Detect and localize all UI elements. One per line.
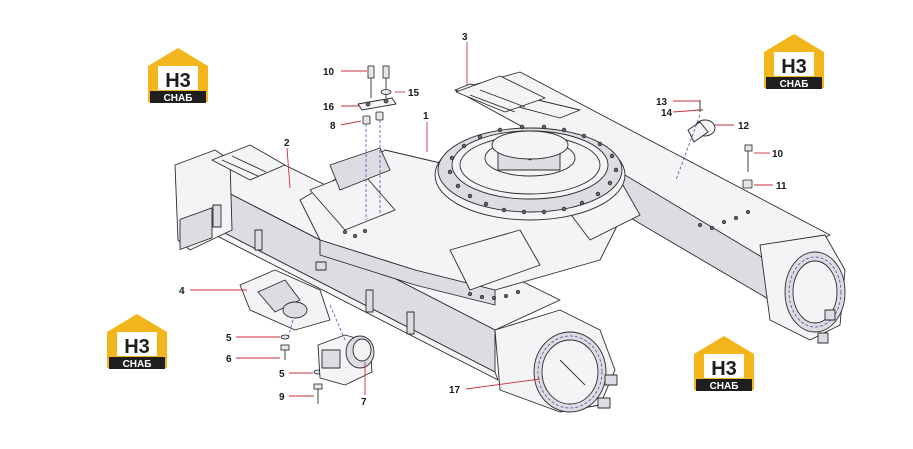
top-fastener-set	[357, 65, 397, 220]
logo-bottom-left: H3 СНАБ	[107, 314, 167, 370]
logo-bottom-right: H3 СНАБ	[694, 336, 754, 392]
logo-word: СНАБ	[164, 93, 193, 104]
callout-9: 9	[279, 392, 285, 403]
callout-16: 16	[323, 102, 335, 113]
callout-3: 3	[462, 32, 468, 43]
callout-15: 15	[408, 88, 420, 99]
callout-7: 7	[361, 397, 367, 408]
callout-17: 17	[449, 385, 461, 396]
logo-mark: H3	[781, 56, 807, 78]
callout-11: 11	[776, 181, 787, 192]
callout-2: 2	[284, 138, 290, 149]
logo-word: СНАБ	[123, 359, 152, 370]
callout-10b: 10	[772, 149, 784, 160]
callout-10a: 10	[323, 67, 335, 78]
logo-mark: H3	[124, 336, 150, 358]
travel-motor	[317, 304, 375, 386]
callout-6: 6	[226, 354, 232, 365]
ring-bolt-holes	[447, 124, 619, 215]
callout-13: 13	[656, 97, 668, 108]
undercarriage-frame	[174, 71, 846, 413]
frame-bolt-dots	[342, 209, 751, 300]
lower-fasteners	[280, 334, 323, 404]
logo-mark: H3	[711, 358, 737, 380]
logo-mark: H3	[165, 70, 191, 92]
right-fastener-set	[742, 144, 753, 189]
callout-5a: 5	[226, 333, 232, 344]
grease-cylinder-parts	[675, 100, 716, 181]
logo-word: СНАБ	[780, 79, 809, 90]
leader-lines	[190, 42, 773, 397]
callout-12: 12	[738, 121, 750, 132]
callout-1: 1	[423, 111, 429, 122]
callout-5b: 5	[279, 369, 285, 380]
callout-14: 14	[661, 108, 673, 119]
logo-word: СНАБ	[710, 381, 739, 392]
callout-8: 8	[330, 121, 336, 132]
logo-top-right: H3 СНАБ	[764, 34, 824, 90]
logo-top-left: H3 СНАБ	[148, 48, 208, 104]
callout-4: 4	[179, 286, 185, 297]
callout-labels: 1 2 3 4 5 5 6 7 8 9 10 10 11 12 13 14 15…	[179, 32, 787, 408]
lower-bracket	[239, 269, 331, 339]
